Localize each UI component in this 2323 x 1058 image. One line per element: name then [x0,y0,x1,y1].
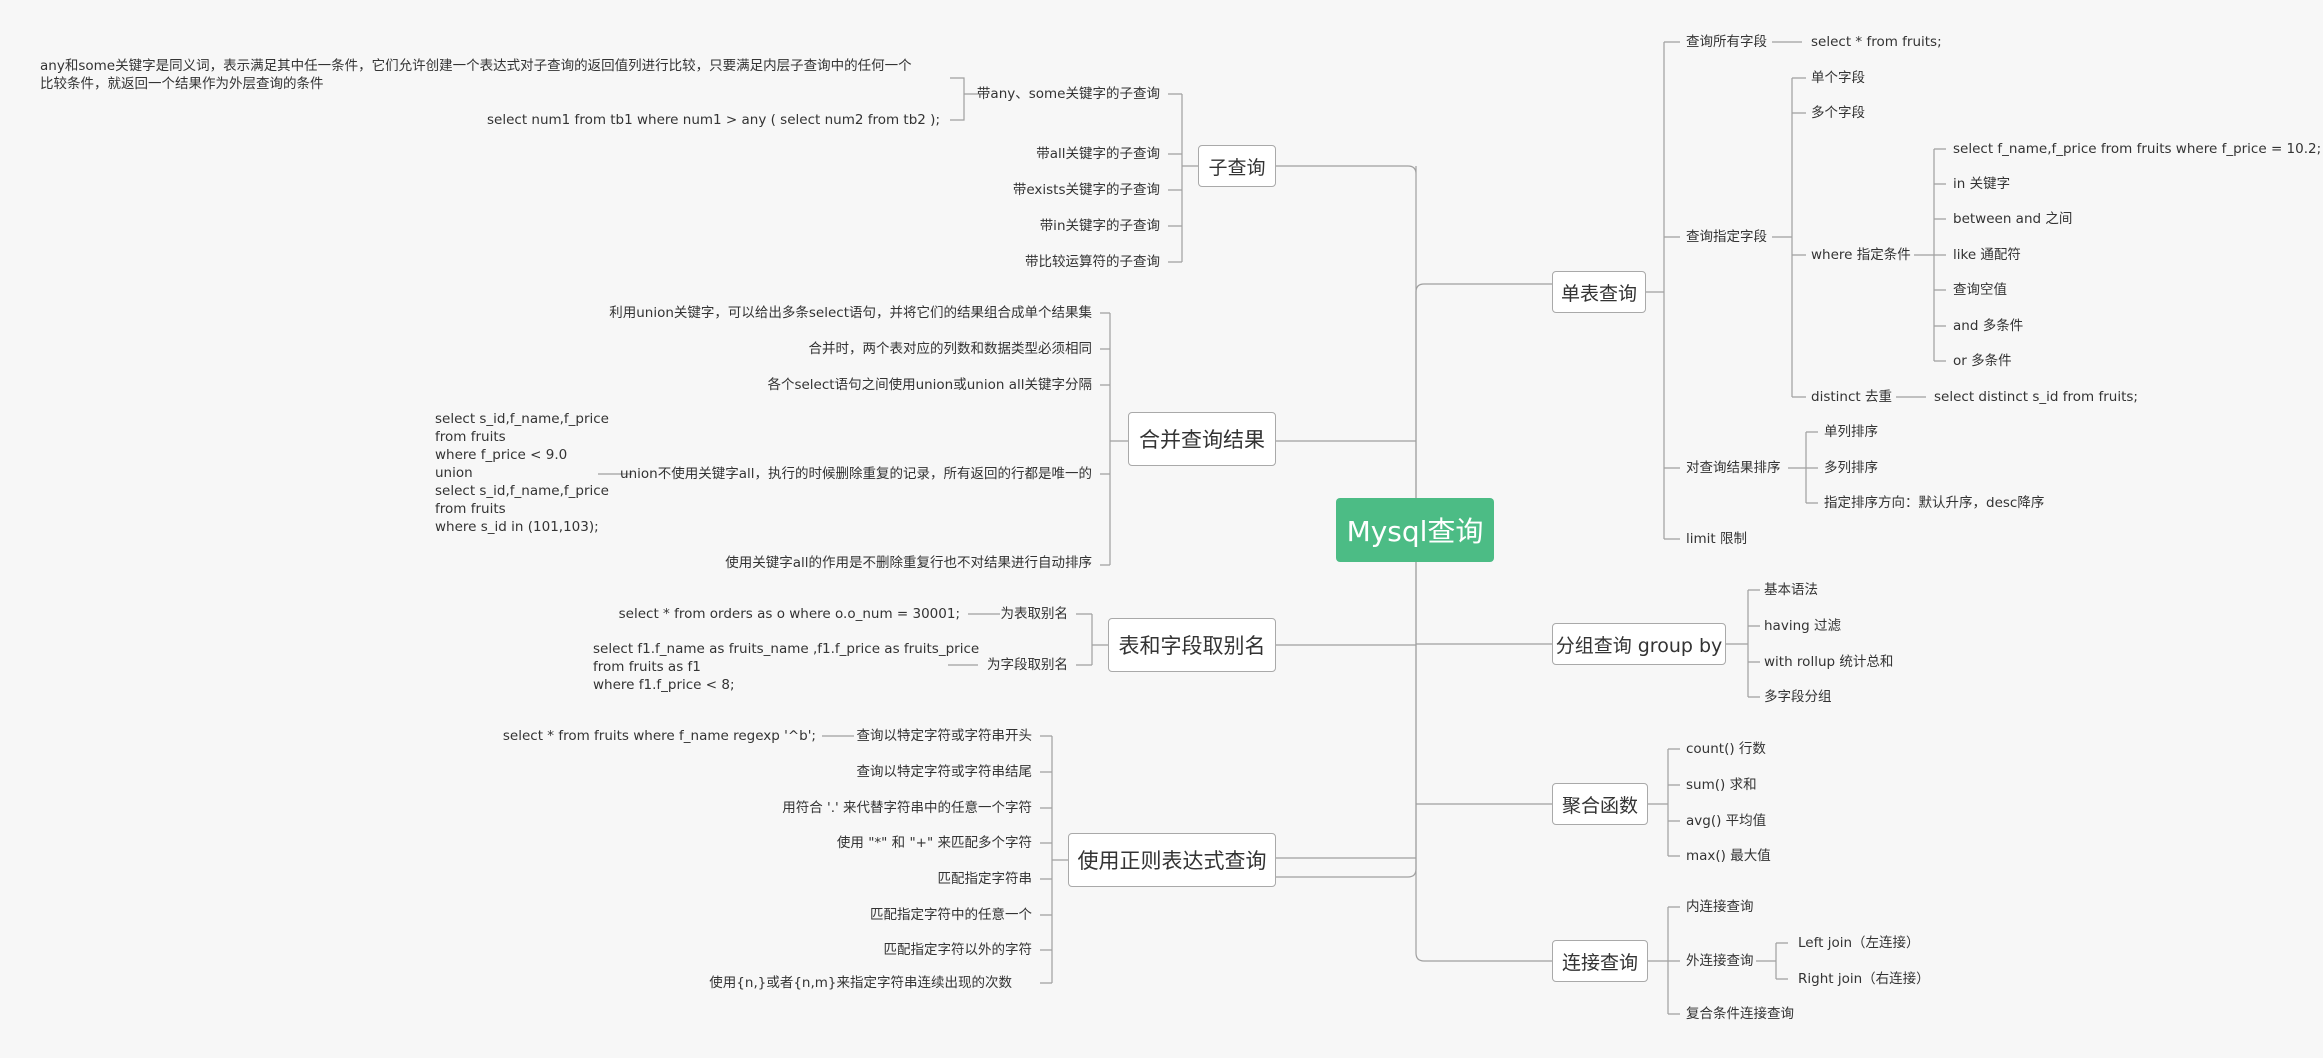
regex-example: select * from fruits where f_name regexp… [502,728,816,744]
specified-bracket [1772,77,1926,398]
code-line: where s_id in (101,103); [435,519,599,535]
alias-node[interactable]: 表和字段取别名 [1108,618,1276,672]
regex-item[interactable]: 查询以特定字符或字符串开头 [856,728,1033,744]
all-fields-label[interactable]: 查询所有字段 [1686,34,1767,50]
limit-label[interactable]: limit 限制 [1686,531,1747,547]
any-some-bracket [950,77,980,121]
regex-item[interactable]: 匹配指定字符串 [937,871,1033,887]
subquery-item[interactable]: 带in关键字的子查询 [1039,218,1160,234]
code-line: select s_id,f_name,f_price [435,411,609,427]
regex-item[interactable]: 使用 "*" 和 "+" 来匹配多个字符 [836,835,1032,851]
sort-bracket [1788,431,1818,504]
all-fields-example: select * from fruits; [1811,34,1942,50]
right-join[interactable]: Right join（右连接） [1798,971,1930,987]
aggregate-item[interactable]: sum() 求和 [1686,777,1757,793]
group-item[interactable]: with rollup 统计总和 [1764,654,1894,670]
union-item[interactable]: 各个select语句之间使用union或union all关键字分隔 [767,377,1092,393]
root-node[interactable]: Mysql查询 [1336,498,1494,562]
regex-item[interactable]: 查询以特定字符或字符串结尾 [856,764,1033,780]
aggregate-node[interactable]: 聚合函数 [1552,783,1648,825]
where-item[interactable]: like 通配符 [1953,247,2021,263]
subquery-item[interactable]: 带exists关键字的子查询 [1012,182,1160,198]
where-item[interactable]: in 关键字 [1953,176,2011,192]
single-table-node[interactable]: 单表查询 [1552,271,1646,313]
code-line: union [435,465,473,481]
field-alias-label[interactable]: 为字段取别名 [987,657,1068,673]
sort-item[interactable]: 多列排序 [1824,460,1878,476]
code-line: from fruits as f1 [593,659,701,675]
join-node[interactable]: 连接查询 [1552,940,1648,982]
code-line: from fruits [435,501,506,517]
sort-item[interactable]: 指定排序方向：默认升序，desc降序 [1824,495,2045,511]
compound-join[interactable]: 复合条件连接查询 [1686,1006,1794,1022]
union-node[interactable]: 合并查询结果 [1128,412,1276,466]
where-item[interactable]: select f_name,f_price from fruits where … [1953,141,2322,157]
regex-item[interactable]: 使用{n,}或者{n,m}来指定字符串连续出现的次数 [709,975,1012,991]
sort-label[interactable]: 对查询结果排序 [1686,460,1781,476]
distinct-example: select distinct s_id from fruits; [1934,389,2138,405]
aggregate-item[interactable]: count() 行数 [1686,741,1766,757]
regex-item[interactable]: 匹配指定字符中的任意一个 [870,907,1032,923]
any-some-description: any和some关键字是同义词，表示满足其中任一条件，它们允许创建一个表达式对子… [40,58,912,92]
distinct-label[interactable]: distinct 去重 [1811,389,1892,405]
union-item[interactable]: 使用关键字all的作用是不删除重复行也不对结果进行自动排序 [725,555,1092,571]
subquery-item[interactable]: 带all关键字的子查询 [1036,146,1160,162]
aggregate-item[interactable]: avg() 平均值 [1686,813,1767,829]
where-bracket [1914,148,1946,362]
inner-join[interactable]: 内连接查询 [1686,899,1754,915]
where-item[interactable]: 查询空值 [1953,282,2007,298]
regex-bracket [822,735,1068,984]
aggregate-item[interactable]: max() 最大值 [1686,848,1771,864]
regex-item[interactable]: 匹配指定字符以外的字符 [883,942,1033,958]
where-item[interactable]: and 多条件 [1953,318,2024,334]
any-some-example: select num1 from tb1 where num1 > any ( … [487,112,940,128]
subquery-node[interactable]: 子查询 [1198,145,1276,187]
code-line: from fruits [435,429,506,445]
group-by-node[interactable]: 分组查询 group by [1552,623,1726,665]
alias-bracket [948,613,1108,666]
union-bracket [598,312,1128,566]
root-right-trunk [1415,283,1552,962]
multi-field[interactable]: 多个字段 [1811,105,1865,121]
regex-node[interactable]: 使用正则表达式查询 [1068,833,1276,887]
subquery-bracket [1168,93,1198,263]
code-line: select f1.f_name as fruits_name ,f1.f_pr… [593,641,980,657]
where-label[interactable]: where 指定条件 [1811,247,1911,263]
regex-item[interactable]: 用符合 '.' 来代替字符串中的任意一个字符 [782,800,1032,816]
single-field[interactable]: 单个字段 [1811,70,1865,86]
aggregate-bracket [1648,748,1680,857]
single-bracket [1646,41,1802,540]
table-alias-example: select * from orders as o where o.o_num … [618,606,960,622]
code-line: where f1.f_price < 8; [593,677,735,693]
field-alias-example: select f1.f_name as fruits_name ,f1.f_pr… [593,640,979,694]
table-alias-label[interactable]: 为表取别名 [1000,606,1069,622]
group-bracket [1726,589,1760,698]
union-item[interactable]: union不使用关键字all，执行的时候删除重复的记录，所有返回的行都是唯一的 [620,466,1092,482]
group-item[interactable]: having 过滤 [1764,618,1841,634]
where-item[interactable]: between and 之间 [1953,211,2073,227]
code-line: select s_id,f_name,f_price [435,483,609,499]
sort-item[interactable]: 单列排序 [1824,424,1878,440]
group-item[interactable]: 多字段分组 [1764,689,1832,705]
union-item[interactable]: 利用union关键字，可以给出多条select语句，并将它们的结果组合成单个结果… [609,305,1092,321]
where-item[interactable]: or 多条件 [1953,353,2012,369]
any-some-subquery[interactable]: 带any、some关键字的子查询 [976,86,1160,102]
outer-join-label[interactable]: 外连接查询 [1686,953,1754,969]
left-join[interactable]: Left join（左连接） [1798,935,1920,951]
union-example: select s_id,f_name,f_price from fruits w… [435,410,609,536]
subquery-item[interactable]: 带比较运算符的子查询 [1025,254,1160,270]
join-bracket [1648,906,1788,1015]
specified-fields-label[interactable]: 查询指定字段 [1686,229,1767,245]
group-item[interactable]: 基本语法 [1764,582,1818,598]
union-item[interactable]: 合并时，两个表对应的列数和数据类型必须相同 [808,341,1093,357]
code-line: where f_price < 9.0 [435,447,568,463]
